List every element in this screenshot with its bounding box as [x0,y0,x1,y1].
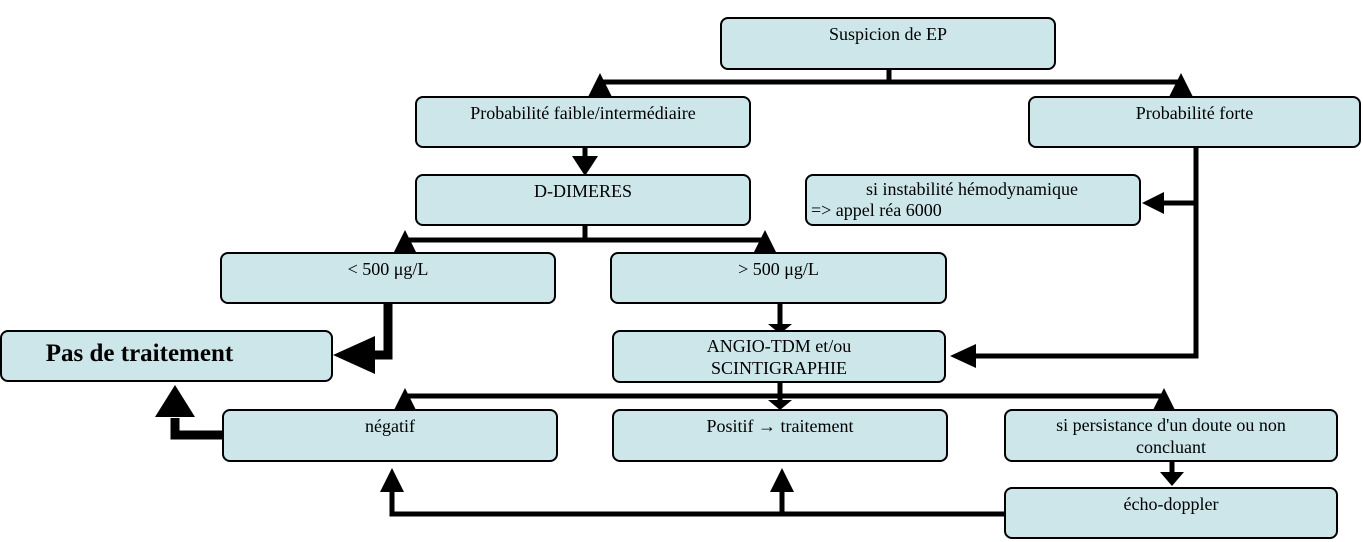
positive-box: Positif → traitement [612,409,948,462]
suspicion-label: Suspicion de EP [828,24,947,44]
arrowhead-return-positive [770,468,794,492]
connector-probhigh-right [975,148,1199,359]
doppler-label: écho-doppler [1123,494,1219,514]
instability-line1: si instabilité hémodynamique [866,179,1078,199]
prob-high-label: Probabilité forte [1135,103,1254,123]
connector-negative-notreatment [170,418,222,440]
angio-box: ANGIO-TDM et/ou SCINTIGRAPHIE [612,330,946,383]
connector-doppler-return [389,492,1006,517]
instability-box: si instabilité hémodynamique => appel ré… [805,174,1141,226]
connector-suspicion-split [597,70,1184,88]
positive-label: Positif → traitement [706,416,854,436]
arrowhead-positive [768,400,792,410]
arrowhead-angio-from-gt500 [768,324,792,334]
connector-ddimeres-split [402,226,768,246]
doubt-line1: si persistance d'un doute ou non [1056,415,1286,435]
angio-line1: ANGIO-TDM et/ou [706,336,852,356]
instability-line2: => appel réa 6000 [811,200,942,220]
negative-label: négatif [365,416,415,436]
arrowhead-instability [1142,192,1164,214]
arrowhead-ddimeres [572,156,598,176]
arrowhead-lt500 [393,230,417,254]
arrowhead-notreatment-from-lt500 [333,336,375,374]
no-treatment-box: Pas de traitement [0,330,333,382]
gt500-box: > 500 μg/L [610,252,947,304]
suspicion-box: Suspicion de EP [720,17,1056,70]
arrowhead-gt500 [753,230,777,254]
lt500-box: < 500 μg/L [220,252,556,304]
ddimeres-box: D-DIMERES [415,174,751,226]
arrowhead-angio-from-probhigh [950,344,976,368]
arrowhead-doppler [1160,472,1184,486]
prob-high-box: Probabilité forte [1028,96,1361,148]
arrowhead-doubt [1152,388,1176,412]
prob-low-box: Probabilité faible/intermédiaire [415,96,751,148]
doubt-box: si persistance d'un doute ou non conclua… [1004,409,1338,462]
doppler-box: écho-doppler [1004,487,1338,539]
arrowhead-negative [393,388,417,412]
prob-low-label: Probabilité faible/intermédiaire [470,103,696,123]
arrowhead-return-negative [380,468,404,492]
gt500-label: > 500 μg/L [738,259,819,279]
arrowhead-problow [588,73,612,97]
arrowhead-notreatment-from-negative [155,385,195,417]
connector-lt500-notreatment [372,304,393,360]
angio-line2: SCINTIGRAPHIE [710,358,847,378]
no-treatment-label: Pas de traitement [45,340,234,367]
ddimeres-label: D-DIMERES [534,181,632,201]
negative-box: négatif [222,409,558,462]
lt500-label: < 500 μg/L [347,259,429,279]
arrowhead-probhigh [1169,73,1193,97]
doubt-line2: concluant [1136,437,1206,457]
